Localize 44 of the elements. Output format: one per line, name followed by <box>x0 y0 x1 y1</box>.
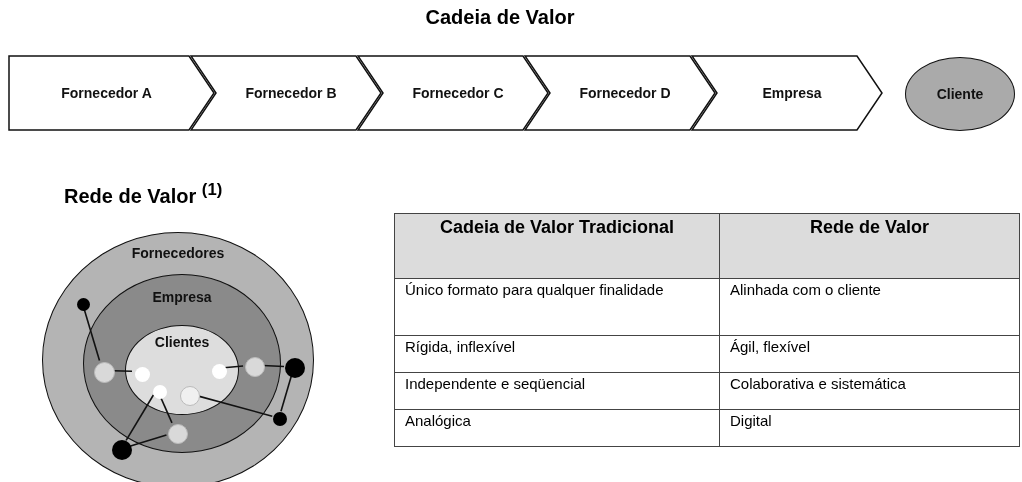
chevron-label: Fornecedor A <box>61 85 152 101</box>
network-dot <box>245 357 265 377</box>
title: Cadeia de Valor <box>425 6 575 28</box>
chevron-shape <box>691 55 883 131</box>
table-cell: Alinhada com o cliente <box>719 278 1020 336</box>
network-dot <box>212 364 227 379</box>
network-dot <box>285 358 305 378</box>
chevron-label: Fornecedor C <box>412 85 504 101</box>
connector-line <box>223 365 244 369</box>
table-cell: Digital <box>719 409 1020 447</box>
table-cell: Colaborativa e sistemática <box>719 372 1020 410</box>
network-dot <box>153 385 167 399</box>
connector-line <box>280 375 292 413</box>
chevron-label: Fornecedor D <box>579 85 671 101</box>
connector-line <box>262 364 285 368</box>
table-cell: Rígida, inflexível <box>394 335 720 373</box>
region-label: Cliente <box>936 86 984 102</box>
chevron-shape <box>190 55 382 131</box>
network-dot <box>180 386 200 406</box>
chevron-shape <box>357 55 549 131</box>
header-cell: Rede de Valor <box>719 213 1020 279</box>
connector-line <box>125 394 155 442</box>
connector-line <box>129 434 168 447</box>
chevron-shape <box>524 55 716 131</box>
table-cell: Único formato para qualquer finalidade <box>394 278 720 336</box>
table-cell: Ágil, flexível <box>719 335 1020 373</box>
table-cell: Analógica <box>394 409 720 447</box>
region-label: Fornecedores <box>131 245 225 261</box>
network-dot <box>273 412 287 426</box>
chevron-shape <box>8 55 215 131</box>
region-label: Empresa <box>152 289 212 305</box>
table-cell: Independente e seqüencial <box>394 372 720 410</box>
chevron-label: Fornecedor B <box>245 85 337 101</box>
connector-line <box>83 308 101 362</box>
header-cell: Cadeia de Valor Tradicional <box>394 213 720 279</box>
network-dot <box>168 424 188 444</box>
network-dot <box>112 440 132 460</box>
network-dot <box>77 298 90 311</box>
connector-line <box>112 369 133 373</box>
network-dot <box>135 367 150 382</box>
section-heading: Rede de Valor $^{(1)}$ <box>64 180 223 208</box>
region-label: Clientes <box>154 334 210 350</box>
network-dot <box>94 362 115 383</box>
chevron-label: Empresa <box>762 85 822 101</box>
